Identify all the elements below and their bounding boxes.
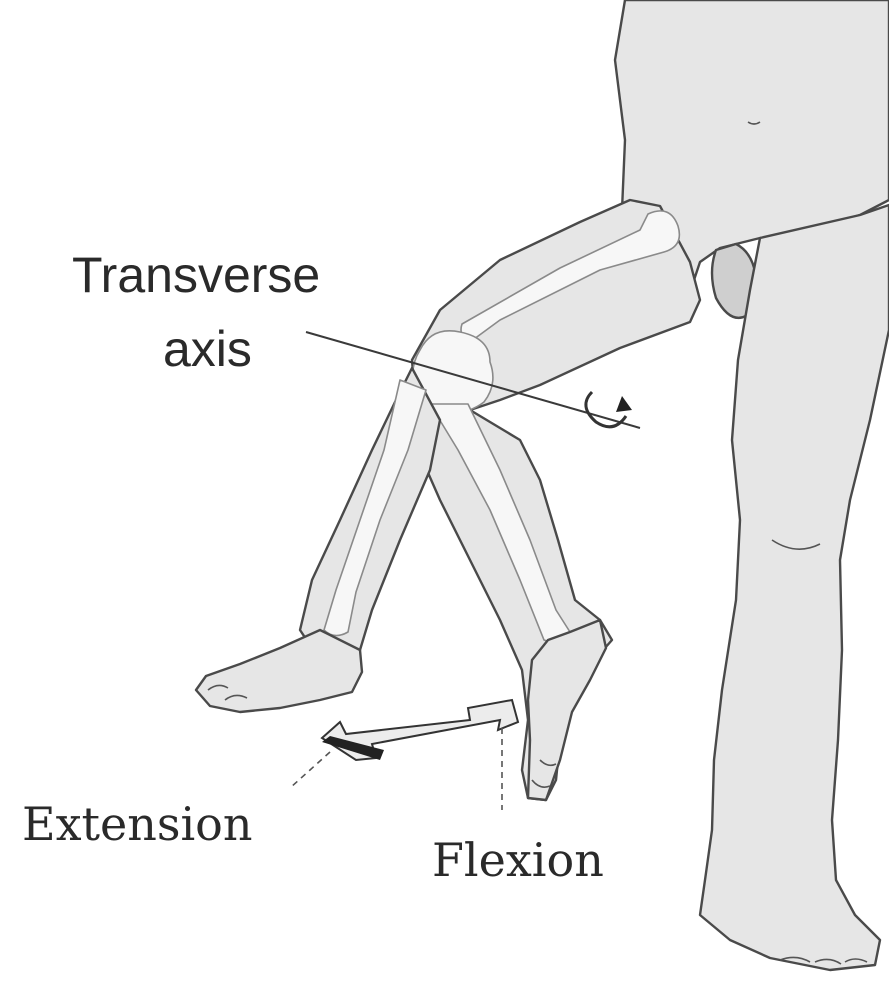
extended-foot bbox=[196, 630, 362, 712]
standing-leg bbox=[700, 205, 889, 970]
rotation-arrowhead-icon bbox=[616, 396, 632, 412]
flexed-shin bbox=[418, 410, 612, 800]
extended-leg bbox=[196, 368, 440, 712]
label-extension: Extension bbox=[22, 797, 253, 851]
flexed-leg bbox=[412, 200, 700, 800]
extension-dashed-leader bbox=[290, 752, 330, 788]
label-axis: axis bbox=[163, 321, 252, 377]
motion-arrow bbox=[290, 700, 518, 810]
standing-figure bbox=[615, 0, 889, 970]
label-transverse: Transverse bbox=[72, 247, 320, 303]
label-flexion: Flexion bbox=[432, 833, 604, 887]
